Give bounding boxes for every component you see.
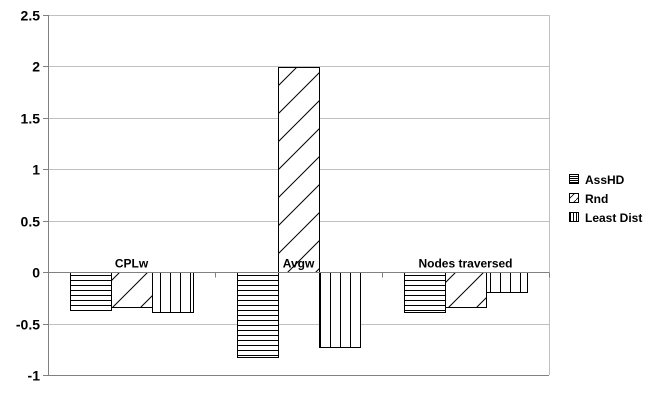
category-label: CPLw xyxy=(115,257,149,271)
bar-rnd xyxy=(445,272,487,308)
legend-label: AssHD xyxy=(585,173,625,187)
y-tick-label: -1 xyxy=(28,368,41,384)
category-label: Nodes traversed xyxy=(418,257,512,271)
axes xyxy=(43,15,550,376)
legend-label: Least Dist xyxy=(585,211,642,225)
bar-least-dist xyxy=(486,272,528,293)
y-tick-label: 2 xyxy=(32,59,40,75)
legend-swatch xyxy=(569,212,579,222)
bar-asshd xyxy=(404,272,446,313)
y-tick-label: -0.5 xyxy=(16,317,40,333)
bar-asshd xyxy=(70,272,112,311)
legend-label: Rnd xyxy=(585,192,608,206)
y-tick-label: 1.5 xyxy=(21,111,41,127)
legend-swatch xyxy=(569,174,579,184)
bar-rnd xyxy=(278,67,320,273)
y-tick-label: 0.5 xyxy=(21,214,41,230)
y-tick-label: 1 xyxy=(32,162,40,178)
bars xyxy=(48,67,549,358)
y-tick-label: 0 xyxy=(32,265,40,281)
category-label: Avgw xyxy=(283,257,315,271)
legend-swatch xyxy=(569,193,579,203)
bar-least-dist xyxy=(319,272,361,348)
bar-rnd xyxy=(111,272,153,308)
y-tick-label: 2.5 xyxy=(21,8,41,24)
bar-asshd xyxy=(237,272,279,358)
bar-least-dist xyxy=(152,272,194,313)
